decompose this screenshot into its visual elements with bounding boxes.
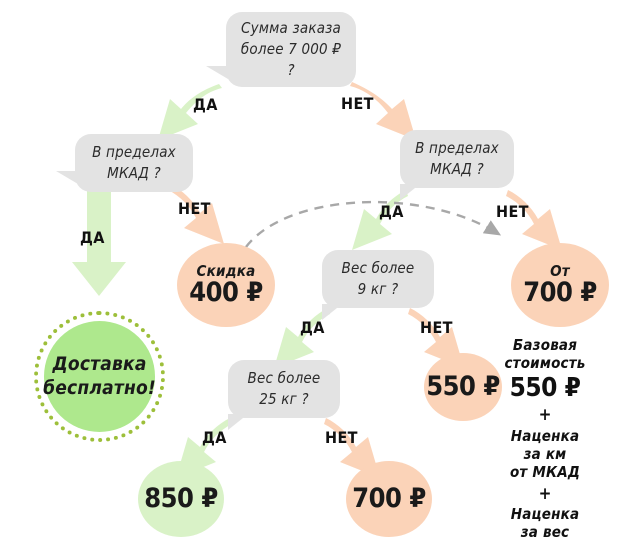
arrow-label-no-weight-25: НЕТ [325, 428, 358, 447]
formula-markup-weight-line1: Наценка [510, 505, 580, 524]
arrow-label-yes-weight-25: ДА [202, 428, 227, 447]
formula-plus-2: + [538, 483, 552, 504]
arrow-label-yes-mkad-left: ДА [80, 228, 105, 247]
price-formula-block: Базовая стоимость 550 ₽ + Наценка за км … [479, 336, 611, 542]
result-850-amount: 850 ₽ [144, 482, 218, 514]
question-mkad-right-line2: МКАД ? [430, 160, 484, 178]
question-order-sum[interactable]: Сумма заказа более 7 000 ₽ ? [226, 12, 356, 87]
question-weight-25-line1: Вес более [247, 368, 321, 387]
result-discount-400[interactable]: Скидка 400 ₽ [177, 243, 275, 327]
question-weight-25-line2: 25 кг ? [259, 390, 309, 408]
result-free-delivery[interactable]: Доставка бесплатно! [43, 321, 156, 432]
arrow-label-yes-order-sum: ДА [193, 95, 218, 114]
arrow-label-yes-mkad-right: ДА [379, 202, 404, 221]
arrow-label-no-mkad-right: НЕТ [496, 202, 529, 221]
result-850[interactable]: 850 ₽ [138, 461, 224, 537]
question-mkad-left-line1: В пределах [92, 142, 176, 161]
result-free-delivery-line2: бесплатно! [43, 376, 156, 399]
result-700[interactable]: 700 ₽ [346, 461, 432, 537]
question-weight-9[interactable]: Вес более 9 кг ? [322, 250, 434, 308]
question-order-sum-line1: Сумма заказа [240, 18, 342, 37]
result-550-amount: 550 ₽ [426, 370, 500, 402]
result-from-700[interactable]: От 700 ₽ [511, 243, 609, 327]
question-weight-9-line1: Вес более [341, 258, 415, 277]
result-from-700-amount: 700 ₽ [523, 277, 597, 309]
formula-base-amount: 550 ₽ [509, 372, 581, 403]
arrow-label-no-order-sum: НЕТ [341, 94, 374, 113]
question-weight-25[interactable]: Вес более 25 кг ? [228, 360, 340, 418]
bubble-tail-order-sum [206, 66, 228, 79]
result-from-700-caption: От [550, 261, 570, 280]
arrow-dashed-discount-to-from-700 [245, 200, 502, 248]
question-mkad-left-line2: МКАД ? [107, 164, 161, 182]
question-order-sum-line2: более 7 000 ₽ ? [240, 39, 342, 80]
question-mkad-right-line1: В пределах [415, 138, 499, 157]
result-free-delivery-line1: Доставка [52, 352, 147, 375]
question-weight-9-line2: 9 кг ? [357, 280, 399, 298]
question-mkad-right[interactable]: В пределах МКАД ? [400, 130, 514, 188]
formula-base-line1: Базовая [512, 336, 578, 354]
arrow-label-yes-weight-9: ДА [300, 318, 325, 337]
result-700-amount: 700 ₽ [352, 482, 426, 514]
formula-base-line2: стоимость [504, 354, 586, 373]
formula-plus-1: + [538, 405, 552, 426]
bubble-tail-mkad-left [56, 171, 78, 184]
bubble-tail-weight-25 [228, 414, 248, 430]
free-delivery-dot-ring [34, 311, 165, 442]
formula-markup-km-line2: за км [523, 445, 567, 464]
formula-markup-km-line3: от МКАД [509, 463, 581, 482]
result-discount-amount: 400 ₽ [189, 277, 263, 309]
formula-markup-km-line1: Наценка [510, 426, 580, 445]
result-discount-caption: Скидка [196, 261, 256, 280]
arrow-label-no-weight-9: НЕТ [420, 318, 453, 337]
arrow-label-no-mkad-left: НЕТ [178, 199, 211, 218]
question-mkad-left[interactable]: В пределах МКАД ? [75, 134, 193, 192]
formula-markup-weight-line2: за вес [520, 523, 570, 542]
